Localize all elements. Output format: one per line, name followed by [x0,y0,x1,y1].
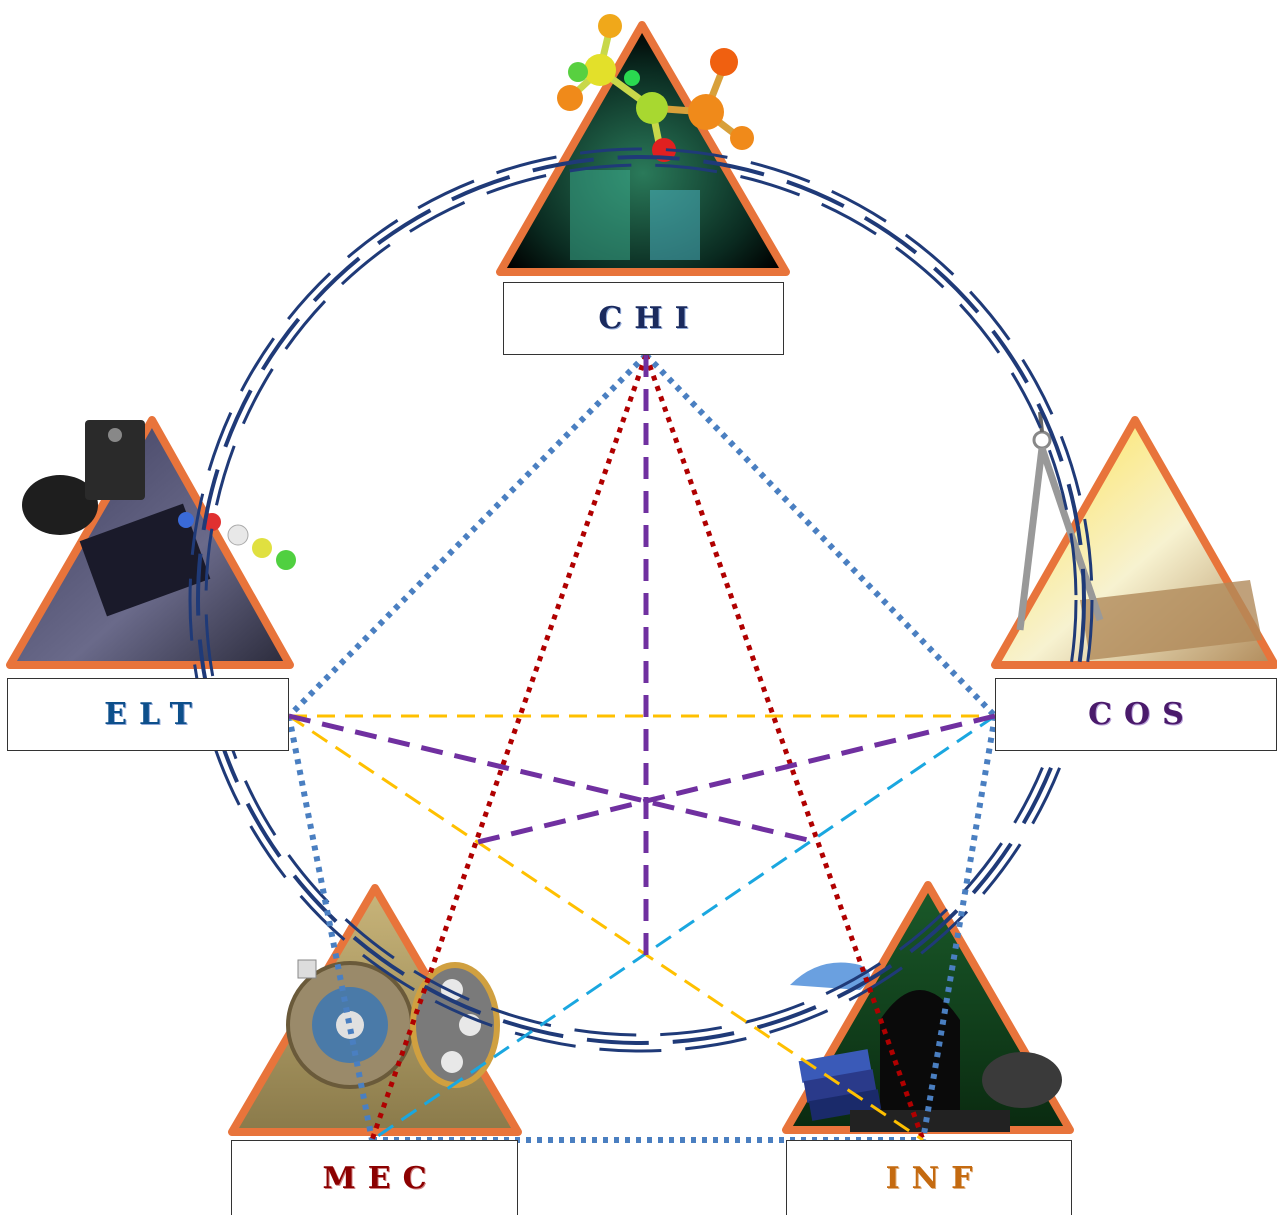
connection-elt-center [288,713,809,843]
triangle-chi [496,21,790,276]
node-label-inf: INF [786,1140,1072,1215]
ring-circle [188,147,1094,1053]
molecule-icon [557,14,754,162]
node-label-text-mec: MEC [322,1160,439,1196]
connection-ring [188,147,1094,1053]
connection-cos-mec [371,714,996,1142]
node-label-text-elt: ELT [104,697,204,732]
connection-chi-elt [286,352,649,719]
triangle-cos [991,416,1277,669]
gears-bearing-icon [286,959,500,1089]
ring-circle [204,163,1078,1037]
node-label-text-inf: INF [885,1160,985,1196]
connection-elt-inf [288,714,924,1142]
node-label-chi: CHI [503,282,784,355]
connection-lines [286,352,998,1143]
node-label-mec: MEC [231,1140,518,1215]
electronic-components-icon [22,420,296,570]
computer-devices-icon [790,962,1062,1132]
node-label-cos: COS [995,678,1277,751]
node-label-elt: ELT [7,678,289,751]
triangle-elt [6,416,294,669]
connection-chi-cos [643,352,998,719]
ring-circle [196,155,1086,1045]
connection-chi-inf [643,354,926,1141]
node-label-text-cos: COS [1088,697,1196,732]
node-label-text-chi: CHI [598,301,701,336]
connection-cos-center [477,713,996,845]
